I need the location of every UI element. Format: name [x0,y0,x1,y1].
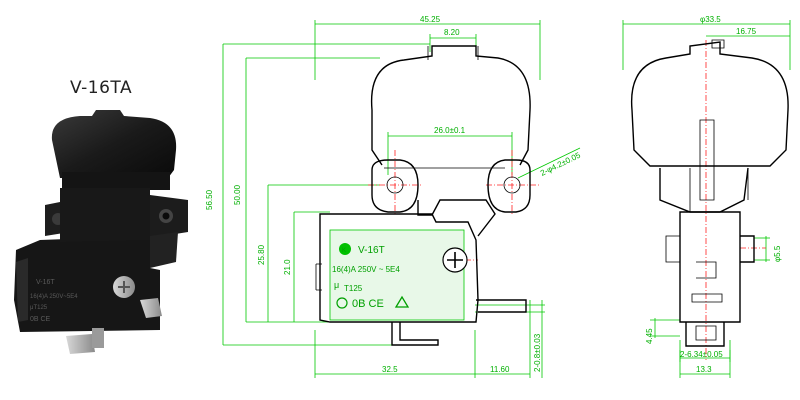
dim-height-switch: 25.80 [257,244,266,265]
side-view: φ33.5 16.75 φ5.5 4.45 2-6.34±0.05 13.3 [622,15,791,378]
dim-side-terminals: 2-6.34±0.05 [680,350,723,359]
front-label-marks: 0B CE [352,298,384,310]
svg-text:K: K [342,248,346,254]
dim-height-body: 50.00 [233,184,242,205]
product-photo: V-16T 16(4)A 250V~5E4 μT125 0B CE [14,110,188,354]
photo-label-line-2: 16(4)A 250V~5E4 [30,294,78,300]
front-label-rating: 16(4)A 250V ~ 5E4 [332,265,400,274]
dim-side-diameter: φ33.5 [700,15,721,24]
dim-top-tab: 8.20 [444,28,460,37]
dim-hole-diameter: 2-φ4.2±0.05 [539,150,582,177]
warning-triangle-icon [394,295,410,308]
dim-terminal: 2-0.8±0.03 [533,333,542,372]
dim-height-lower: 21.0 [283,259,292,275]
dim-side-half-width: 16.75 [736,27,757,36]
dim-height-total: 56.50 [205,189,214,210]
dim-bottom-left: 32.5 [382,365,398,374]
front-view: 45.25 8.20 56.50 50.00 25.80 21.0 26.0±0… [205,15,582,378]
photo-label-line-1: V-16T [36,279,55,286]
photo-label-line-3: μT125 [30,305,48,311]
dim-side-stud: φ5.5 [773,245,782,262]
dim-bottom-right: 11.60 [490,365,510,374]
product-title: V-16TA [70,78,133,98]
front-label-micro: μ [334,280,339,290]
certification-mark-icon [336,297,348,309]
dim-side-offset: 4.45 [645,328,654,344]
dim-side-bottom: 13.3 [696,365,712,374]
dim-hole-spacing: 26.0±0.1 [434,126,466,135]
brand-logo-icon [339,243,351,255]
dim-overall-width: 45.25 [420,15,441,24]
photo-label-line-4: 0B CE [30,316,51,323]
front-label-temp: T125 [344,284,363,293]
front-label-model: V-16T [358,245,385,256]
